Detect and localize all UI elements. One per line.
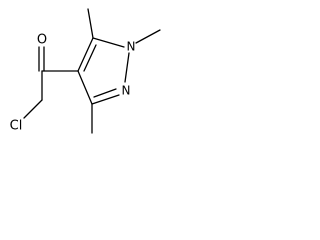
bond-c4-c5 <box>77 37 94 72</box>
bond-c4-c5-inner <box>83 44 97 72</box>
bond-c3-c4 <box>77 70 93 105</box>
chemical-structure: O Cl N N <box>10 8 161 134</box>
atom-nitrogen-ring: N <box>122 84 131 98</box>
structure-canvas: O Cl N N <box>0 0 165 151</box>
bond-ch2-cl <box>23 99 43 119</box>
atom-oxygen: O <box>37 33 47 48</box>
bond-n2-c3-inner <box>93 88 117 98</box>
bond-n1-n2 <box>124 52 130 83</box>
bond-c5-methyl <box>87 8 94 39</box>
atom-nitrogen-methyl: N <box>127 40 136 54</box>
bond-n1-methyl <box>135 29 161 44</box>
bond-n2-c3 <box>91 94 120 105</box>
bond-c5-n1 <box>92 37 125 48</box>
atom-chlorine: Cl <box>10 119 23 134</box>
